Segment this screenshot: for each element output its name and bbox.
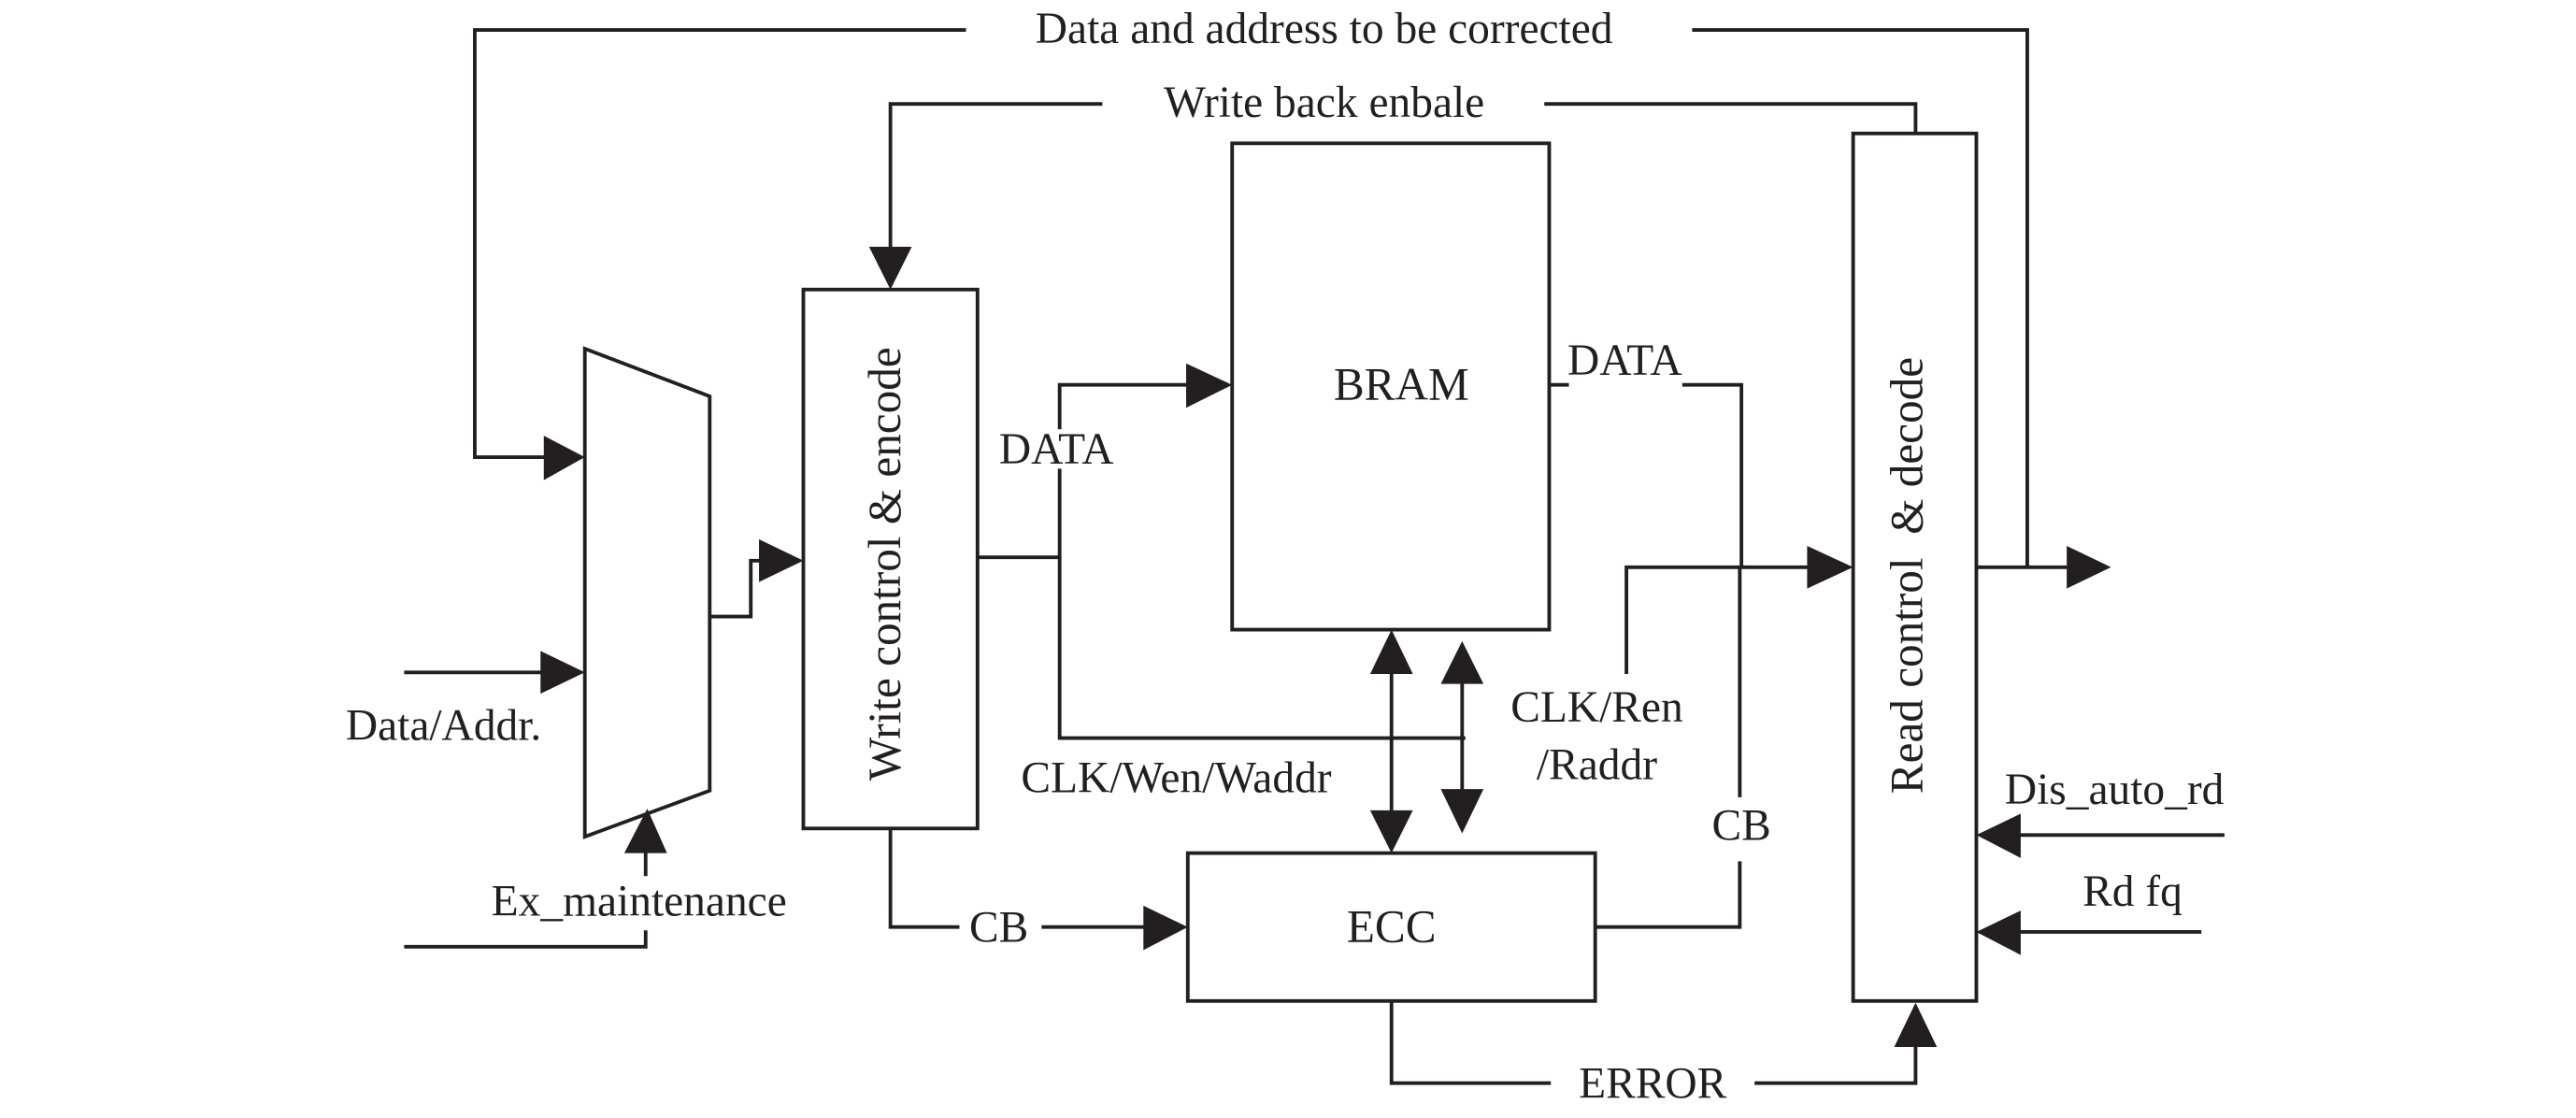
ecc-label: ECC (1347, 901, 1437, 953)
cb-write-label: CB (969, 904, 1028, 953)
mux-to-write-ctrl-wire (709, 538, 804, 619)
data-addr-label: Data/Addr. (346, 701, 541, 750)
clk-ren-raddr-wire (1624, 545, 1853, 675)
write-back-enable-label: Write back enbale (1164, 79, 1484, 127)
clk-ren-label-line2: /Raddr (1537, 741, 1657, 790)
cb-read-label: CB (1711, 802, 1770, 851)
write-data-label: DATA (999, 425, 1114, 474)
dis-auto-rd-wire (1976, 813, 2225, 858)
cb-read-wire (1595, 566, 1742, 929)
bram-block (1230, 141, 1552, 632)
read-data-label: DATA (1567, 337, 1682, 385)
rd-fq-wire (1976, 910, 2202, 955)
mux-block (582, 346, 712, 839)
error-label: ERROR (1579, 1060, 1727, 1109)
clk-wen-waddr-label: CLK/Wen/Waddr (1021, 754, 1331, 803)
bram-ecc-bidirectional-wire (1369, 629, 1484, 853)
read-control-decode-label: Read control & decode (1881, 357, 1932, 794)
output-wire (1976, 545, 2111, 589)
feedback-data-address-wire (473, 28, 2029, 567)
dis-auto-rd-label: Dis_auto_rd (2005, 766, 2225, 814)
cb-write-wire (888, 828, 1188, 951)
rd-fq-label: Rd fq (2082, 867, 2182, 916)
read-data-wire (1549, 382, 1744, 567)
feedback-data-address-label: Data and address to be corrected (1036, 5, 1613, 53)
write-control-encode-block (801, 287, 980, 831)
write-back-enable-wire (868, 102, 1918, 290)
error-wire (1389, 1000, 1938, 1085)
data-addr-input-wire (404, 651, 585, 695)
clk-ren-label-line1: CLK/Ren (1510, 683, 1682, 732)
ex-maintenance-label: Ex_maintenance (492, 877, 787, 925)
ex-maintenance-wire (404, 809, 667, 949)
bram-label: BRAM (1334, 359, 1469, 410)
write-control-encode-label: Write control & encode (859, 347, 910, 781)
clk-wen-waddr-wire (1057, 557, 1466, 740)
